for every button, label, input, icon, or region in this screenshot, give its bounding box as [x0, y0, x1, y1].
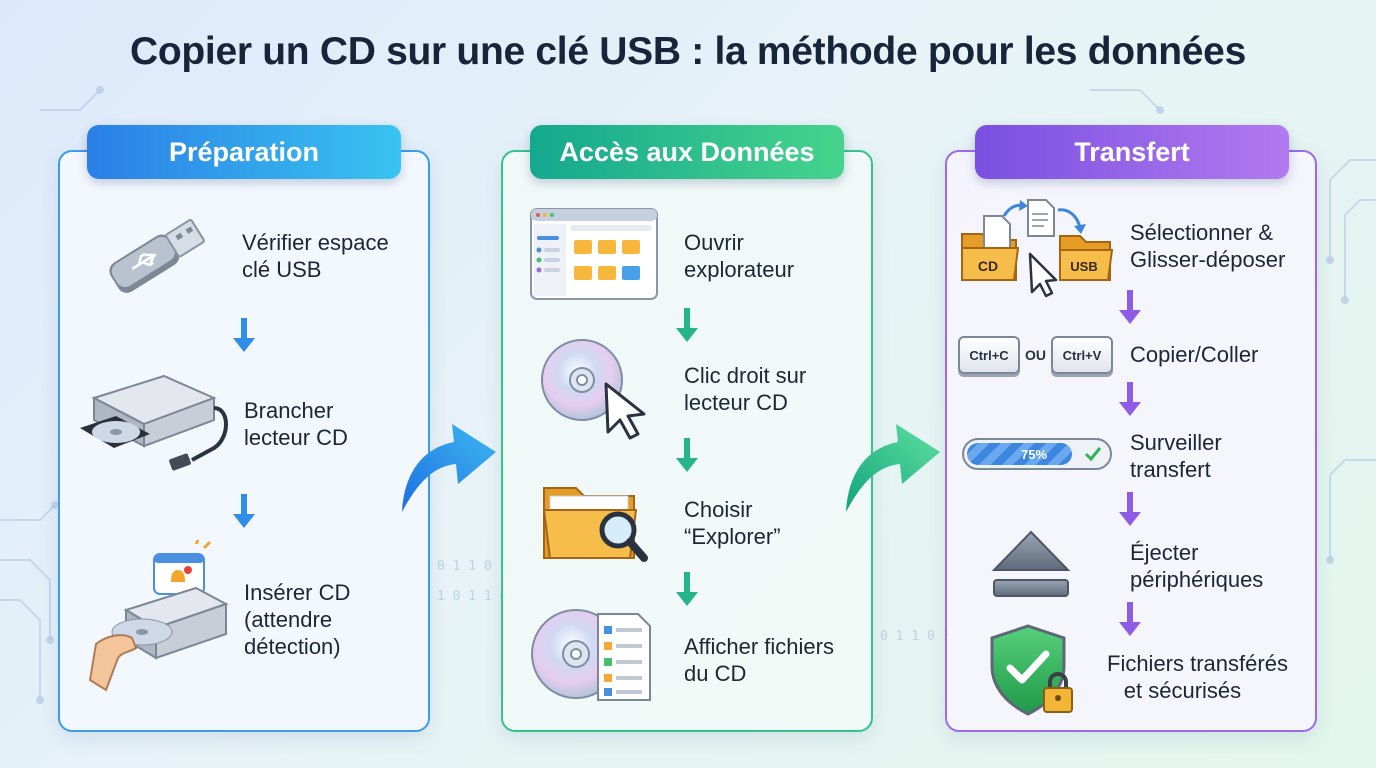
arrow-down-icon [233, 494, 255, 528]
ctrl-v-key: Ctrl+V [1051, 336, 1113, 374]
binary-deco-b: 1 0 1 1 0 [437, 589, 507, 604]
cd-drive-icon [80, 374, 228, 471]
flow-arrow-icon [846, 424, 940, 512]
progress-bar-icon: 75% [962, 438, 1112, 470]
check-icon [1084, 447, 1102, 462]
cd-files-icon [531, 609, 651, 701]
cd-click-icon [541, 339, 646, 440]
flow-arrow-icon [402, 424, 496, 512]
binary-deco-a: 0 1 1 0 1 [437, 559, 507, 574]
step-select-drag-drop: Sélectionner &Glisser-déposer [1130, 220, 1286, 272]
shield-lock-icon [990, 624, 1073, 716]
ctrl-c-key: Ctrl+C [958, 336, 1020, 374]
drag-drop-icon: CD USB [961, 199, 1114, 298]
progress-fill [967, 443, 1072, 465]
step-copy-paste: Copier/Coller [1130, 342, 1259, 367]
insert-cd-icon [88, 540, 229, 692]
panel-title-preparation: Préparation [87, 125, 401, 179]
ou-label: OU [1025, 347, 1046, 363]
binary-deco-c: 0 1 1 0 1 [880, 629, 950, 644]
arrow-down-icon [1119, 492, 1141, 526]
page-title: Copier un CD sur une clé USB : la méthod… [130, 30, 1246, 73]
usb-stick-icon [109, 218, 205, 293]
arrow-down-icon [676, 438, 698, 472]
progress-text: 75% [1020, 446, 1048, 462]
arrow-down-icon [1119, 602, 1141, 636]
keyboard-shortcut-icon: Ctrl+C OU Ctrl+V [958, 335, 1118, 375]
file-explorer-icon [530, 208, 658, 300]
arrow-down-icon [676, 572, 698, 606]
eject-icon [991, 530, 1071, 597]
arrow-down-icon [1119, 382, 1141, 416]
arrow-down-icon [676, 308, 698, 342]
folder-search-icon [542, 487, 648, 562]
panel-title-transfert: Transfert [975, 125, 1289, 179]
cd-folder-label: CD [978, 258, 998, 274]
step-choose-explorer: Choisir“Explorer” [684, 497, 781, 549]
arrow-down-icon [233, 318, 255, 352]
arrow-down-icon [1119, 290, 1141, 324]
usb-folder-label: USB [1070, 259, 1097, 274]
panel-title-acces-donnees: Accès aux Données [530, 125, 844, 179]
